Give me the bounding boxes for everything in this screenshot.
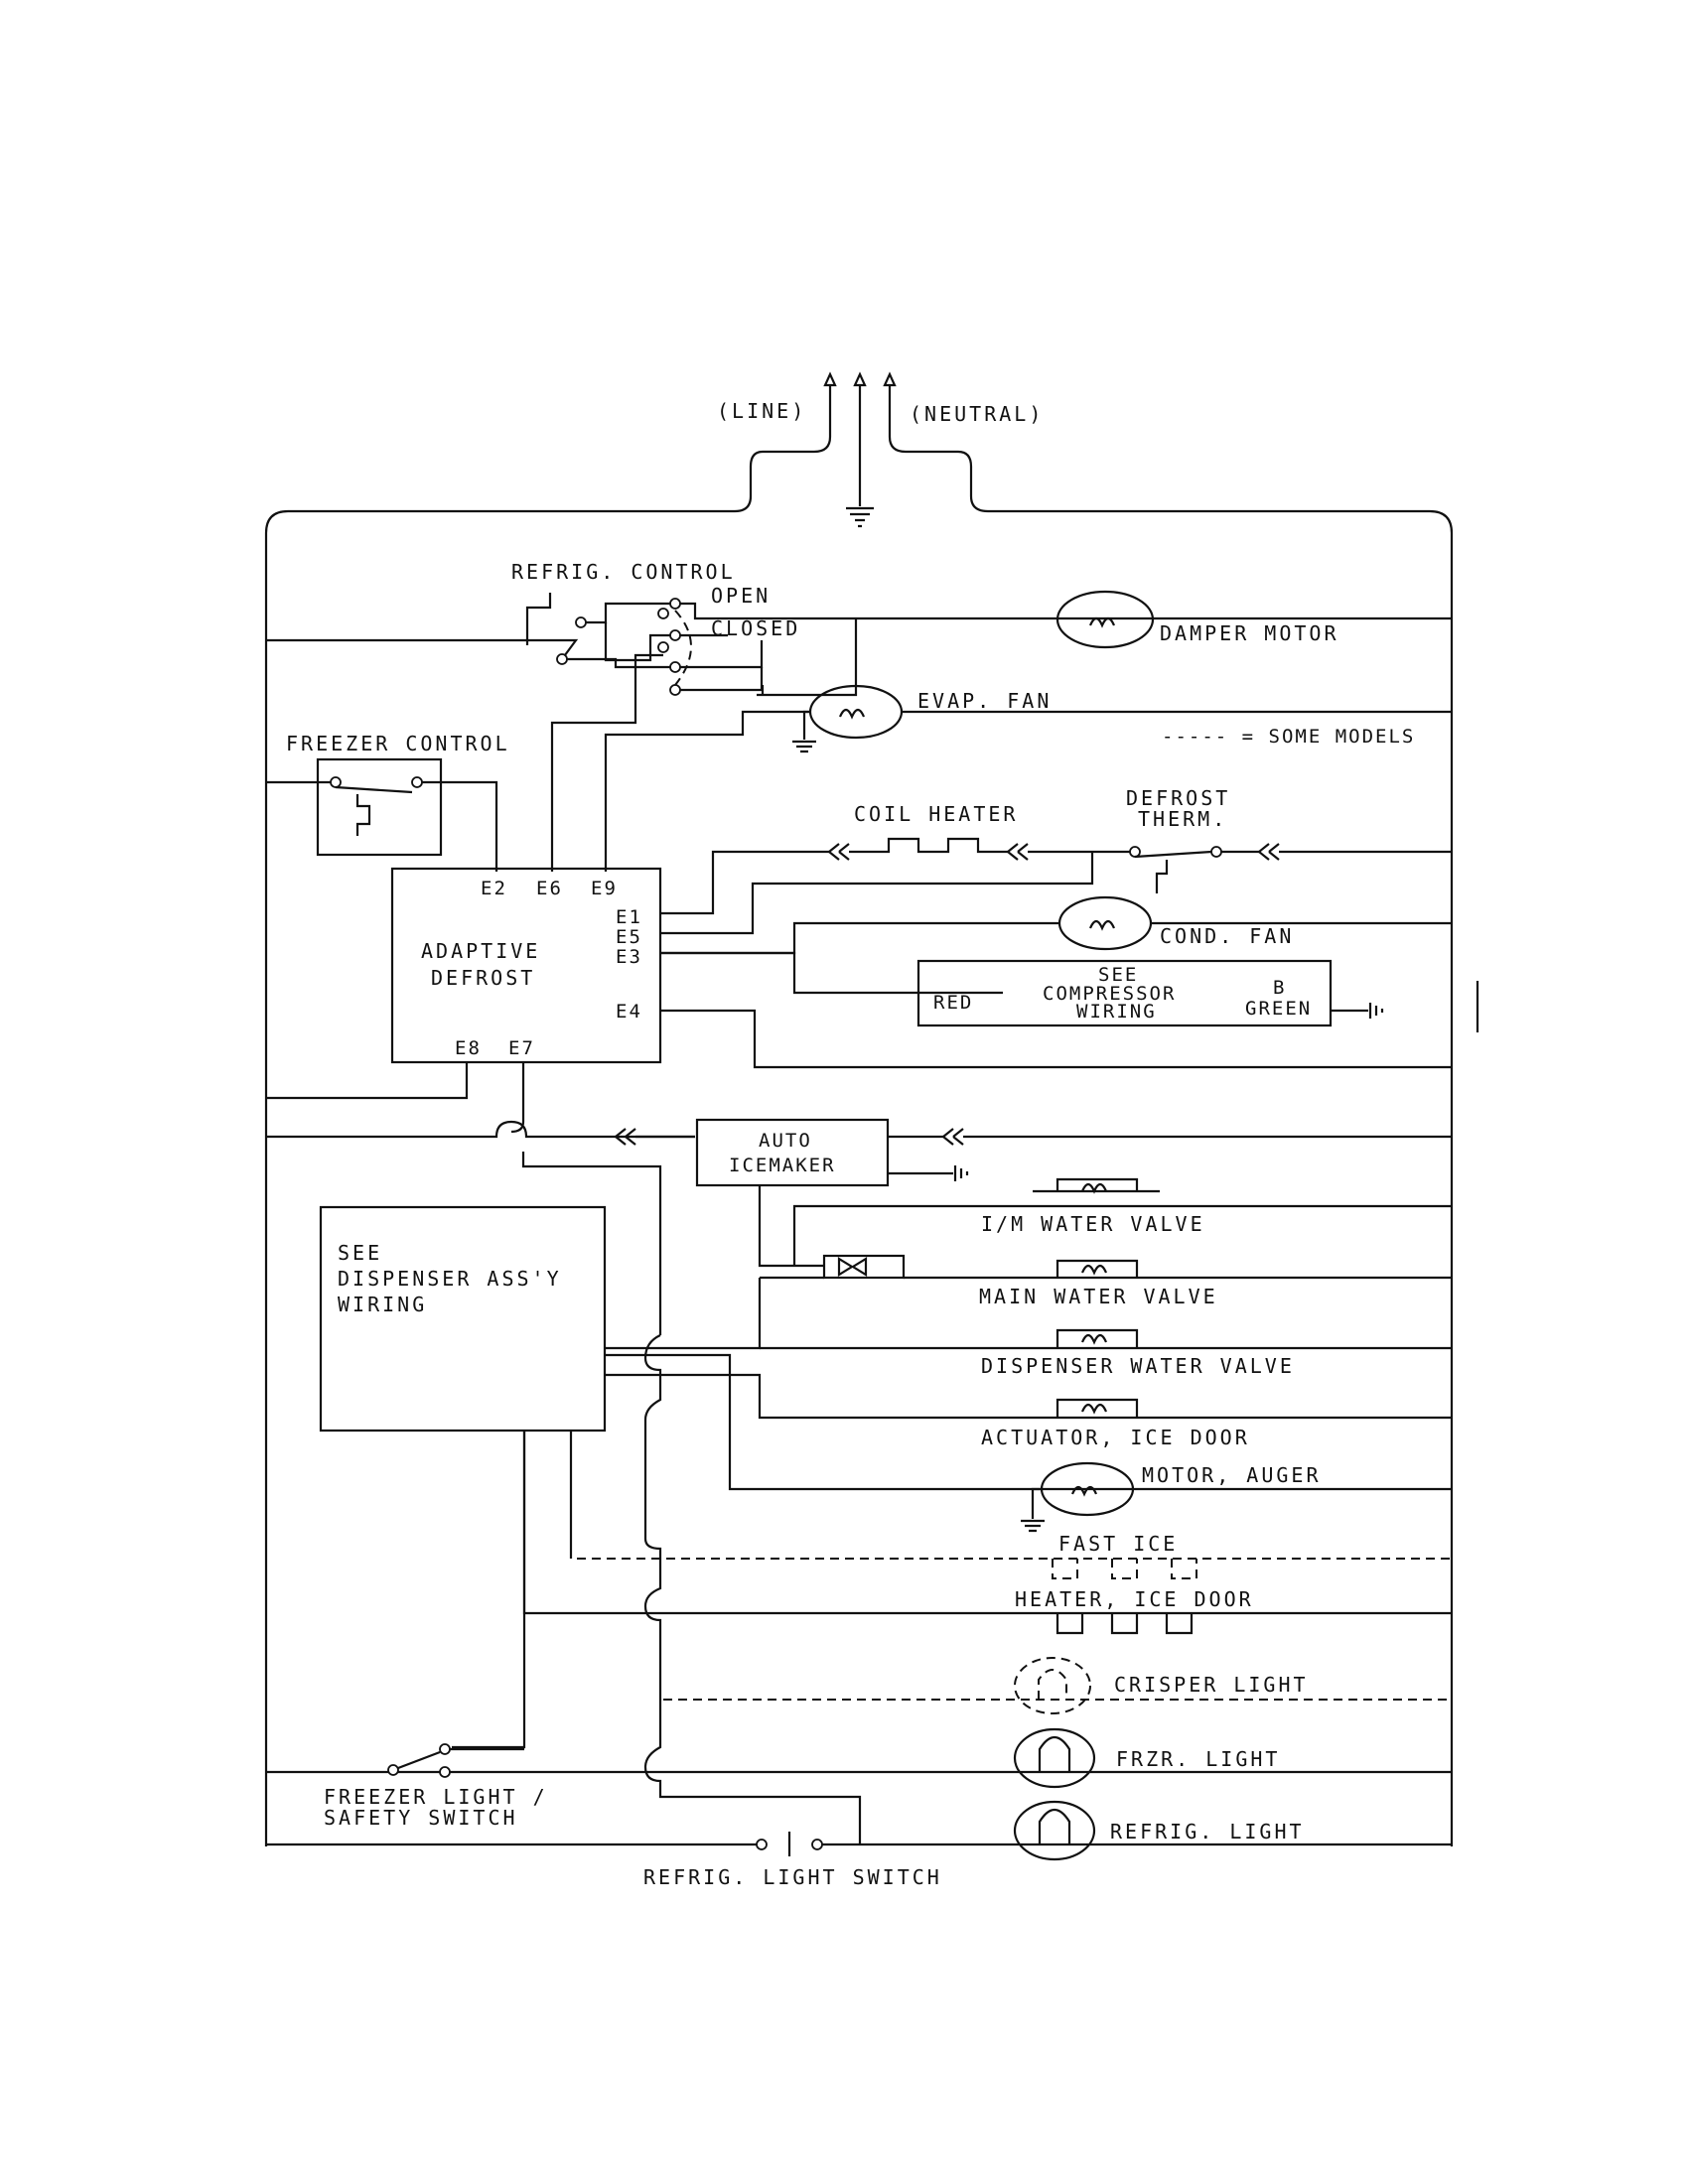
dispenser-label-1: SEE [338, 1241, 382, 1265]
main-water-valve-label: MAIN WATER VALVE [979, 1285, 1218, 1308]
coil-heater-label: COIL HEATER [854, 802, 1018, 826]
im-water-valve-symbol [758, 1177, 1452, 1268]
terminal-e3: E3 [616, 946, 642, 968]
defrost-therm-label-2: THERM. [1138, 807, 1227, 831]
frzr-light-symbol [266, 1727, 1452, 1789]
refrig-control-switch [266, 593, 1452, 696]
auto-icemaker-box [615, 1118, 1452, 1187]
dispenser-label-3: WIRING [338, 1293, 427, 1316]
motor-auger-label: MOTOR, AUGER [1142, 1463, 1322, 1487]
terminal-e6: E6 [536, 878, 563, 899]
compressor-green: GREEN [1245, 998, 1312, 1020]
neutral-label: (NEUTRAL) [910, 402, 1044, 426]
adaptive-defrost-label-2: DEFROST [431, 966, 535, 990]
crisper-light-label: CRISPER LIGHT [1114, 1673, 1309, 1697]
auto-icemaker-label-2: ICEMAKER [729, 1155, 836, 1176]
freezer-control-title: FREEZER CONTROL [286, 732, 510, 755]
motor-auger-symbol [605, 1353, 1452, 1533]
terminal-e8: E8 [455, 1037, 482, 1059]
terminal-e4: E4 [616, 1001, 642, 1023]
adaptive-defrost-box [390, 867, 662, 1064]
compressor-see: SEE [1098, 964, 1138, 986]
freezer-light-safety-switch [387, 1743, 524, 1778]
refrig-light-switch [740, 1832, 854, 1856]
refrig-light-symbol [266, 1800, 1452, 1861]
actuator-ice-door-label: ACTUATOR, ICE DOOR [981, 1426, 1250, 1449]
cond-fan-label: COND. FAN [1160, 924, 1294, 948]
refrig-control-title: REFRIG. CONTROL [511, 560, 736, 584]
terminal-e1: E1 [616, 906, 642, 928]
refrig-light-switch-label: REFRIG. LIGHT SWITCH [643, 1865, 942, 1889]
frzr-light-label: FRZR. LIGHT [1116, 1747, 1280, 1771]
evap-fan-label: EVAP. FAN [917, 689, 1052, 713]
freezer-control-switch [266, 757, 498, 872]
terminal-e5: E5 [616, 926, 642, 948]
power-plug [264, 371, 1454, 1846]
damper-motor-label: DAMPER MOTOR [1160, 621, 1339, 645]
defrost-therm-label-1: DEFROST [1126, 786, 1230, 810]
auto-icemaker-label-1: AUTO [759, 1130, 812, 1152]
compressor-red: RED [933, 992, 973, 1014]
fast-ice-label: FAST ICE [1058, 1532, 1178, 1556]
heater-ice-door-label: HEATER, ICE DOOR [1015, 1587, 1254, 1611]
damper-motor-symbol [1055, 590, 1155, 649]
actuator-ice-door-symbol [605, 1373, 1452, 1420]
coil-heater-symbol [660, 837, 1097, 915]
line-label: (LINE) [717, 399, 806, 423]
adaptive-defrost-label-1: ADAPTIVE [421, 939, 540, 963]
dispenser-water-valve-label: DISPENSER WATER VALVE [981, 1354, 1295, 1378]
dispenser-water-valve-symbol [605, 1278, 1452, 1350]
crisper-light-symbol [663, 1657, 1452, 1714]
terminal-e7: E7 [508, 1037, 535, 1059]
compressor-wiring-box [914, 959, 1384, 1027]
terminal-e9: E9 [591, 878, 618, 899]
refrig-control-open: OPEN [711, 584, 771, 608]
dispenser-label-2: DISPENSER ASS'Y [338, 1267, 562, 1291]
refrig-light-label: REFRIG. LIGHT [1110, 1820, 1305, 1843]
freezer-switch-label-1: FREEZER LIGHT / [324, 1785, 548, 1809]
heater-ice-door-symbol [522, 1431, 1452, 1635]
terminal-e2: E2 [481, 878, 507, 899]
compressor-label-1: COMPRESSOR [1043, 983, 1176, 1005]
dispenser-trunk [452, 1334, 862, 1844]
refrig-control-closed: CLOSED [711, 616, 800, 640]
im-water-valve-label: I/M WATER VALVE [981, 1212, 1205, 1236]
some-models-legend: ----- = SOME MODELS [1162, 726, 1415, 748]
cond-fan-symbol [1057, 895, 1153, 951]
main-water-valve-symbol [760, 1254, 1452, 1280]
freezer-switch-label-2: SAFETY SWITCH [324, 1806, 518, 1830]
compressor-b: B [1273, 977, 1286, 999]
defrost-therm-symbol [660, 843, 1452, 935]
compressor-label-2: WIRING [1076, 1001, 1157, 1023]
fast-ice-symbol [570, 1431, 1452, 1579]
dispenser-box [319, 1205, 607, 1433]
